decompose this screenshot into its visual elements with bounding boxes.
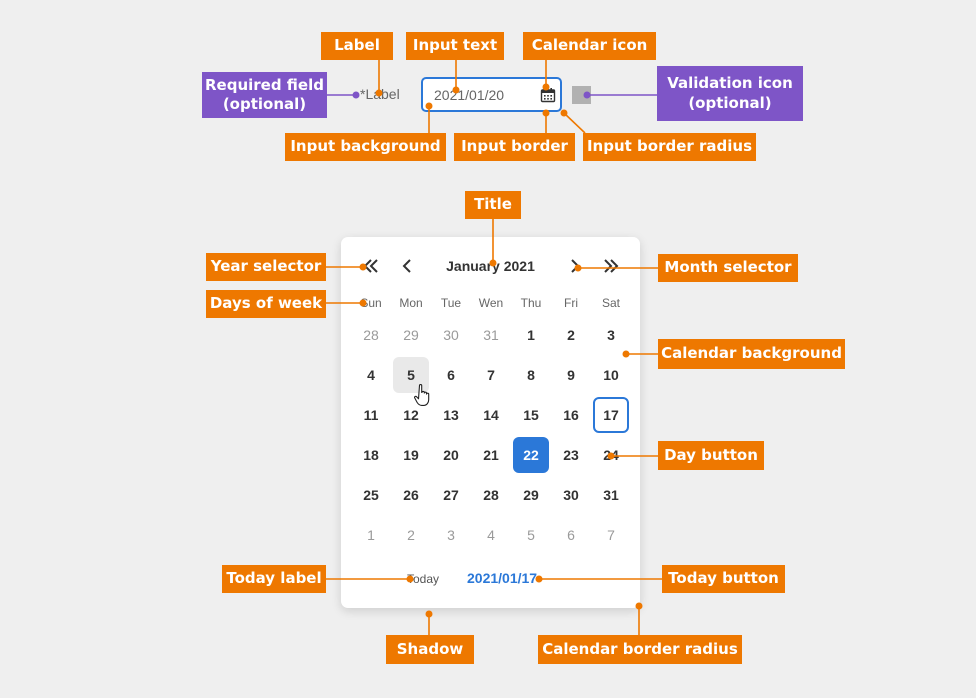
day-button[interactable]: 30 xyxy=(443,327,459,343)
annotation-calendar-background: Calendar background xyxy=(658,339,845,369)
day-button[interactable]: 2 xyxy=(567,327,575,343)
day-button[interactable]: 27 xyxy=(443,487,459,503)
day-button[interactable]: 10 xyxy=(603,367,619,383)
day-of-week-label: Sat xyxy=(601,296,620,310)
day-button[interactable]: 25 xyxy=(363,487,379,503)
annotation-month-selector: Month selector xyxy=(658,254,798,282)
day-button[interactable]: 17 xyxy=(593,397,629,433)
annotation-input-border-radius: Input border radius xyxy=(583,133,756,161)
day-button[interactable]: 8 xyxy=(527,367,535,383)
day-button[interactable]: 31 xyxy=(483,327,499,343)
annotation-required-field: Required field (optional) xyxy=(202,72,327,118)
day-button[interactable]: 22 xyxy=(513,437,549,473)
chevron-right-icon[interactable] xyxy=(563,254,587,278)
annotation-input-text: Input text xyxy=(406,32,504,60)
day-of-week-label: Wen xyxy=(478,296,504,310)
annotation-today-button: Today button xyxy=(662,565,785,593)
day-button[interactable]: 4 xyxy=(367,367,375,383)
day-button[interactable]: 6 xyxy=(447,367,455,383)
day-button[interactable]: 19 xyxy=(403,447,419,463)
field-label: *Label xyxy=(360,86,400,102)
day-of-week-label: Sun xyxy=(360,296,382,310)
annotation-day-button: Day button xyxy=(658,441,764,470)
day-button[interactable]: 3 xyxy=(447,527,455,543)
annotation-input-background: Input background xyxy=(285,133,446,161)
annotation-input-border: Input border xyxy=(454,133,575,161)
annotation-shadow: Shadow xyxy=(386,635,474,664)
day-button[interactable]: 11 xyxy=(363,407,379,423)
double-chevron-right-icon[interactable] xyxy=(599,254,623,278)
day-button[interactable]: 7 xyxy=(607,527,615,543)
calendar-icon[interactable] xyxy=(540,87,556,103)
day-button[interactable]: 7 xyxy=(487,367,495,383)
day-button[interactable]: 3 xyxy=(607,327,615,343)
day-of-week-label: Mon xyxy=(399,296,423,310)
day-button[interactable]: 23 xyxy=(563,447,579,463)
day-button[interactable]: 20 xyxy=(443,447,459,463)
chevron-left-icon[interactable] xyxy=(395,254,419,278)
day-of-week-label: Thu xyxy=(520,296,542,310)
day-button[interactable]: 13 xyxy=(443,407,459,423)
annotation-today-label: Today label xyxy=(222,565,326,593)
day-button[interactable]: 5 xyxy=(393,357,429,393)
day-button[interactable]: 16 xyxy=(563,407,579,423)
annotation-year-selector: Year selector xyxy=(206,253,326,281)
hand-cursor-icon xyxy=(414,384,430,406)
day-button[interactable]: 2 xyxy=(407,527,415,543)
today-label: Today xyxy=(407,572,440,586)
day-button[interactable]: 9 xyxy=(567,367,575,383)
day-button[interactable]: 28 xyxy=(483,487,499,503)
today-button[interactable]: 2021/01/17 xyxy=(467,570,538,586)
day-button[interactable]: 28 xyxy=(363,327,379,343)
date-input[interactable]: 2021/01/20 xyxy=(421,77,562,112)
day-button[interactable]: 1 xyxy=(527,327,535,343)
day-button[interactable]: 14 xyxy=(483,407,499,423)
day-button[interactable]: 4 xyxy=(487,527,495,543)
required-marker: * xyxy=(360,86,366,102)
day-button[interactable]: 21 xyxy=(483,447,499,463)
day-button[interactable]: 30 xyxy=(563,487,579,503)
annotation-validation-icon: Validation icon (optional) xyxy=(657,66,803,121)
annotation-days-of-week: Days of week xyxy=(206,290,326,318)
day-button[interactable]: 18 xyxy=(363,447,379,463)
day-of-week-label: Tue xyxy=(440,296,462,310)
validation-icon xyxy=(572,86,591,104)
day-button[interactable]: 15 xyxy=(523,407,539,423)
date-input-text: 2021/01/20 xyxy=(434,87,505,103)
day-button[interactable]: 29 xyxy=(403,327,419,343)
annotation-calendar-icon: Calendar icon xyxy=(523,32,656,60)
day-button[interactable]: 24 xyxy=(603,447,619,463)
day-button[interactable]: 6 xyxy=(567,527,575,543)
annotation-label: Label xyxy=(321,32,393,60)
day-button[interactable]: 26 xyxy=(403,487,419,503)
annotation-title: Title xyxy=(465,191,521,219)
annotation-calendar-border-radius: Calendar border radius xyxy=(538,635,742,664)
day-button[interactable]: 12 xyxy=(403,407,419,423)
day-of-week-label: Fri xyxy=(564,296,578,310)
calendar-title: January 2021 xyxy=(446,258,535,274)
day-button[interactable]: 5 xyxy=(527,527,535,543)
day-button[interactable]: 1 xyxy=(367,527,375,543)
field-label-text: Label xyxy=(365,86,400,102)
day-button[interactable]: 31 xyxy=(603,487,619,503)
day-button[interactable]: 29 xyxy=(523,487,539,503)
